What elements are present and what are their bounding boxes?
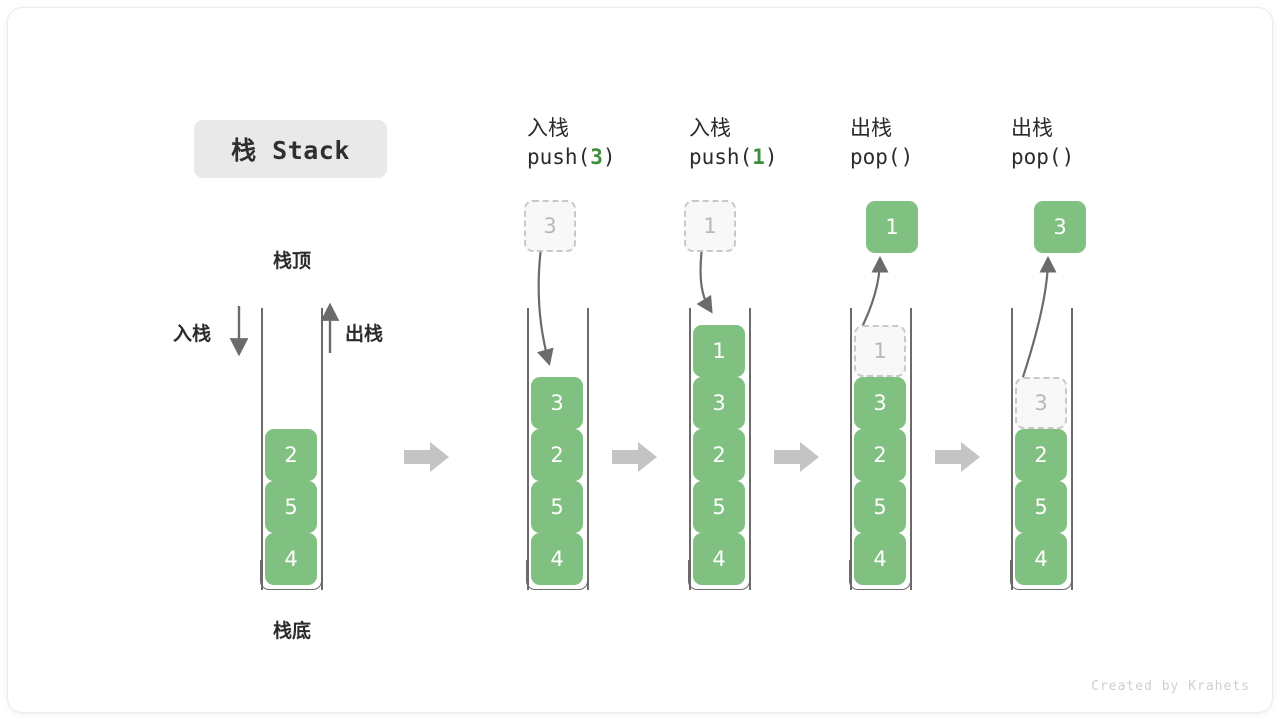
stack-wall-left — [527, 308, 529, 590]
stack-cell: 5 — [1015, 481, 1067, 533]
column-header-code: pop() — [1011, 145, 1075, 169]
column-header-title: 入栈 — [527, 116, 569, 140]
stack-base — [526, 560, 588, 590]
stack-wall-left — [261, 308, 263, 590]
code-arg: 1 — [752, 145, 765, 169]
flow-arrow — [935, 440, 981, 478]
code-suffix: ) — [764, 145, 778, 169]
column-header-title: 出栈 — [850, 116, 892, 140]
stack-cell: 3 — [531, 377, 583, 429]
column-header-title: 入栈 — [689, 116, 731, 140]
stack-wall-left — [1011, 308, 1013, 590]
stack-cell: 2 — [265, 429, 317, 481]
stack-cell: 4 — [531, 533, 583, 585]
code-prefix: push( — [689, 145, 753, 169]
stack-base — [260, 560, 322, 590]
stack-cell: 3 — [854, 377, 906, 429]
stack-cell: 2 — [1015, 429, 1067, 481]
stack-cell: 2 — [693, 429, 745, 481]
stack-cell-removed-ghost: 1 — [854, 325, 906, 377]
stack-wall-left — [689, 308, 691, 590]
push-label: 入栈 — [173, 323, 212, 345]
stack-cell: 4 — [1015, 533, 1067, 585]
pop-arrow-3 — [1019, 255, 1057, 384]
column-header-push-3: 入栈 push(3) — [527, 114, 687, 172]
push-arrow-1 — [696, 247, 713, 314]
column-header-title: 出栈 — [1011, 116, 1053, 140]
stack-cell: 4 — [854, 533, 906, 585]
page-title: 栈 Stack — [194, 120, 387, 178]
push-arrow-3 — [537, 247, 554, 366]
code-prefix: push( — [527, 145, 591, 169]
stack-base — [1010, 560, 1072, 590]
stack-cell: 2 — [854, 429, 906, 481]
popped-element: 3 — [1034, 201, 1086, 253]
column-header-pop-3: 出栈 pop() — [1011, 114, 1171, 172]
stack-base — [849, 560, 911, 590]
stack-wall-right — [587, 308, 589, 590]
stack-wall-right — [910, 308, 912, 590]
code-suffix: ) — [602, 145, 616, 169]
diagram-canvas: 栈 Stack 栈顶 栈底 入栈 出栈 2 5 4 入栈 push(3) 3 3… — [8, 8, 1272, 712]
code-arg: 3 — [590, 145, 603, 169]
incoming-element-ghost: 3 — [524, 200, 576, 252]
flow-arrow — [404, 440, 450, 478]
flow-arrow — [774, 440, 820, 478]
stack-wall-right — [1071, 308, 1073, 590]
pop-arrow-1 — [858, 255, 889, 334]
stack-cell-removed-ghost: 3 — [1015, 377, 1067, 429]
stack-top-label: 栈顶 — [272, 250, 311, 272]
column-header-code: push(3) — [527, 142, 687, 172]
column-header-pop-1: 出栈 pop() — [850, 114, 1010, 172]
stack-wall-left — [850, 308, 852, 590]
stack-cell: 1 — [693, 325, 745, 377]
stack-cell: 5 — [854, 481, 906, 533]
stack-cell: 5 — [531, 481, 583, 533]
stack-cell: 5 — [693, 481, 745, 533]
stack-cell: 2 — [531, 429, 583, 481]
stack-wall-right — [749, 308, 751, 590]
flow-arrow — [612, 440, 658, 478]
popped-element: 1 — [866, 201, 918, 253]
stack-base — [688, 560, 750, 590]
column-header-code: push(1) — [689, 142, 849, 172]
stack-cell: 3 — [693, 377, 745, 429]
incoming-element-ghost: 1 — [684, 200, 736, 252]
watermark: Created by Krahets — [1091, 679, 1250, 694]
column-header-push-1: 入栈 push(1) — [689, 114, 849, 172]
stack-cell: 4 — [693, 533, 745, 585]
pop-label: 出栈 — [345, 323, 384, 345]
stack-wall-right — [321, 308, 323, 590]
stack-bottom-label: 栈底 — [272, 620, 311, 642]
stack-cell: 4 — [265, 533, 317, 585]
column-header-code: pop() — [850, 145, 914, 169]
stack-cell: 5 — [265, 481, 317, 533]
